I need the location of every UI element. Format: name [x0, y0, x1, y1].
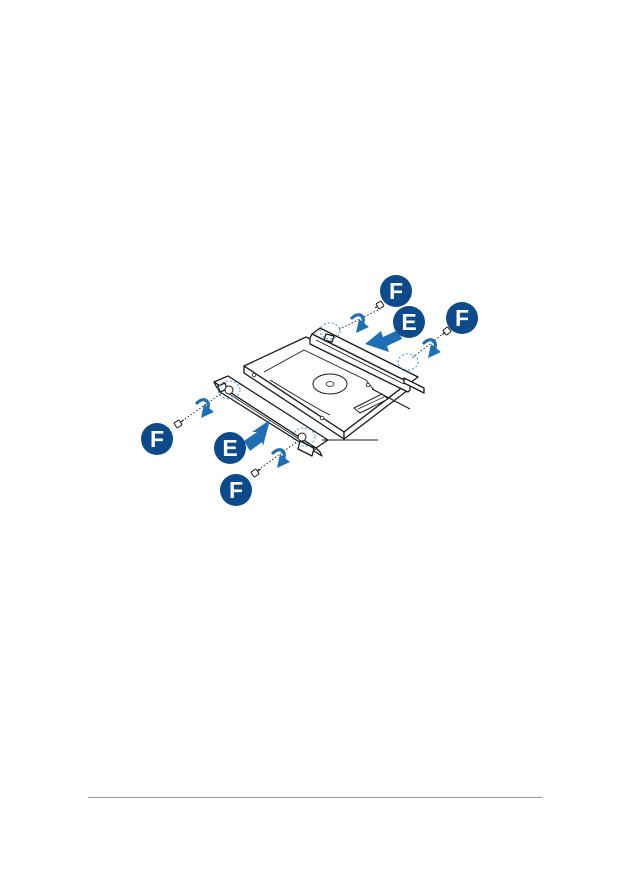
svg-text:E: E [222, 435, 237, 461]
badge-e-top: E [393, 306, 425, 338]
screw-icon [251, 467, 263, 478]
clockwise-rotate-arrow-icon [352, 315, 363, 328]
footer-rule [88, 797, 542, 798]
badge-e-bottom: E [214, 432, 246, 464]
clockwise-rotate-arrow-icon [424, 340, 435, 353]
svg-text:F: F [150, 426, 164, 452]
screw-bottom [251, 441, 298, 477]
insertion-arrow-icon [244, 420, 270, 451]
svg-text:F: F [389, 278, 403, 304]
screw-left [174, 393, 222, 428]
insertion-arrow-icon [365, 330, 402, 352]
badge-f-top: F [380, 275, 412, 307]
clockwise-rotate-arrow-icon [273, 450, 284, 463]
badge-f-bottom: F [220, 474, 252, 506]
badge-f-right: F [446, 302, 478, 334]
screw-icon [440, 327, 451, 337]
svg-text:E: E [401, 309, 416, 335]
badge-f-left: F [141, 423, 173, 455]
screw-icon [174, 418, 186, 429]
svg-text:F: F [455, 305, 469, 331]
screw-icon [373, 301, 384, 311]
svg-text:F: F [229, 477, 243, 503]
